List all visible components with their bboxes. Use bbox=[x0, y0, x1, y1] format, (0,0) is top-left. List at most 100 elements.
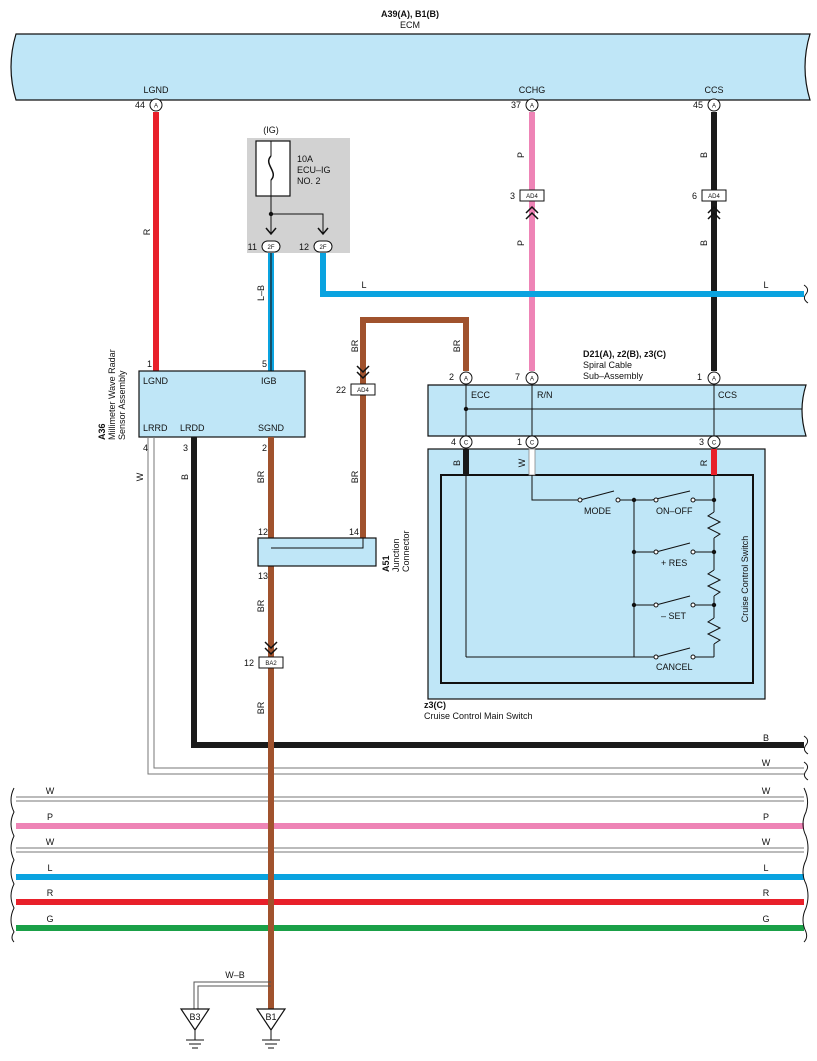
bus-label-p-r: P bbox=[763, 812, 769, 822]
wire-label-br-4: BR bbox=[350, 339, 360, 352]
jb-pin12: 12 bbox=[299, 242, 309, 252]
wire-label-l-b: L bbox=[763, 280, 768, 290]
wire-label-b-upper: B bbox=[699, 152, 709, 158]
inline-ad4-black bbox=[701, 189, 727, 202]
wire-label-br-2: BR bbox=[256, 599, 266, 612]
inline-ba2 bbox=[258, 656, 284, 669]
bus-label-l-r: L bbox=[763, 863, 768, 873]
wire-label-lb: L–B bbox=[256, 285, 266, 301]
wire-label-p-lower: P bbox=[516, 240, 526, 246]
radar-sgnd: SGND bbox=[258, 423, 285, 433]
wire-label-b-sw: B bbox=[452, 460, 462, 466]
fuse-name2: NO. 2 bbox=[297, 176, 321, 186]
wire-w-lrrd bbox=[147, 437, 804, 775]
wire-label-w-radar: W bbox=[135, 472, 145, 481]
inline-arrow-icon bbox=[525, 205, 539, 220]
fuse-name1: ECU–IG bbox=[297, 165, 331, 175]
switch-cancel: CANCEL bbox=[656, 662, 693, 672]
ad4-pink-pin: 3 bbox=[510, 191, 515, 201]
wire-label-br-1: BR bbox=[256, 470, 266, 483]
inline-ad4-pink bbox=[519, 189, 545, 202]
svg-text:C: C bbox=[530, 441, 535, 447]
ecm-code: A39(A), B1(B) bbox=[381, 9, 439, 19]
spiral-rn: R/N bbox=[537, 390, 553, 400]
svg-text:C: C bbox=[712, 441, 717, 447]
wire-label-wb: W–B bbox=[225, 970, 245, 980]
spiral-pin-a1: 1 bbox=[697, 372, 702, 382]
cruise-switch-inner bbox=[440, 474, 754, 684]
switch-onoff: ON–OFF bbox=[656, 506, 693, 516]
jb-connector-2f-11 bbox=[261, 240, 281, 253]
ground-b1: B1 bbox=[265, 1012, 276, 1022]
wire-label-w-a: W bbox=[762, 758, 771, 768]
wire-label-l-a: L bbox=[361, 280, 366, 290]
inline-ad4-brown bbox=[350, 383, 376, 396]
switch-contact-icon bbox=[577, 497, 696, 660]
spiral-pin-a2: 2 bbox=[449, 372, 454, 382]
bus-lines bbox=[10, 787, 809, 943]
jb-arrow-icon bbox=[317, 227, 329, 236]
spiral-pin-a7: 7 bbox=[515, 372, 520, 382]
wire-label-b-radar: B bbox=[180, 474, 190, 480]
bus-label-p-l: P bbox=[47, 812, 53, 822]
spiral-name2: Sub–Assembly bbox=[583, 371, 644, 381]
fuse-amp: 10A bbox=[297, 154, 313, 164]
switch-set: – SET bbox=[661, 611, 687, 621]
bus-label-r-r: R bbox=[763, 888, 770, 898]
switch-res: + RES bbox=[661, 558, 687, 568]
radar-lrrd: LRRD bbox=[143, 423, 168, 433]
ecm-pin-cchg-name: CCHG bbox=[519, 85, 546, 95]
wire-label-b-lower: B bbox=[699, 240, 709, 246]
jb-pin11: 11 bbox=[248, 242, 257, 252]
bus-label-r-l: R bbox=[47, 888, 54, 898]
spiral-pin-c3: 3 bbox=[699, 437, 704, 447]
wire-label-b-right: B bbox=[763, 733, 769, 743]
bus-label-g-r: G bbox=[762, 914, 769, 924]
ba2-pin: 12 bbox=[244, 658, 254, 668]
bus-label-g-l: G bbox=[46, 914, 53, 924]
wire-label-br-5: BR bbox=[452, 339, 462, 352]
ground-b3: B3 bbox=[189, 1012, 200, 1022]
radar-name1: Millimeter Wave Radar bbox=[107, 349, 117, 440]
ground-b1-icon bbox=[255, 1008, 287, 1032]
wire-label-br-6: BR bbox=[350, 470, 360, 483]
radar-pin5: 5 bbox=[262, 359, 267, 369]
main-switch-code: z3(C) bbox=[424, 700, 446, 710]
fuse-supply: (IG) bbox=[263, 125, 279, 135]
spiral-pin-c1: 1 bbox=[517, 437, 522, 447]
ecm-name: ECM bbox=[400, 20, 420, 30]
svg-text:C: C bbox=[464, 441, 469, 447]
inline-arrow-icon bbox=[356, 365, 370, 380]
ad4-black-pin: 6 bbox=[692, 191, 697, 201]
radar-sensor-box bbox=[138, 370, 306, 438]
spiral-name1: Spiral Cable bbox=[583, 360, 632, 370]
svg-text:A: A bbox=[154, 104, 158, 110]
radar-code: A36 bbox=[97, 423, 107, 440]
bus-label-w2-r: W bbox=[762, 837, 771, 847]
wire-label-br-3: BR bbox=[256, 701, 266, 714]
svg-text:AD4: AD4 bbox=[708, 194, 720, 200]
wire-brown-ecc bbox=[360, 317, 469, 538]
ad4-brown-pin: 22 bbox=[336, 385, 346, 395]
jb-arrow-icon bbox=[265, 227, 277, 236]
connector-markers: A 44 A 37 A 45 A A A C C C bbox=[135, 98, 721, 449]
wire-blue-l-upper bbox=[320, 253, 804, 297]
svg-text:AD4: AD4 bbox=[357, 388, 369, 394]
radar-pin3: 3 bbox=[183, 443, 188, 453]
radar-pin2: 2 bbox=[262, 443, 267, 453]
svg-text:A: A bbox=[530, 104, 534, 110]
main-switch-name: Cruise Control Main Switch bbox=[424, 711, 533, 721]
spiral-ccs: CCS bbox=[718, 390, 737, 400]
fuse-symbol-box bbox=[255, 140, 291, 197]
switch-circuit bbox=[465, 475, 722, 658]
svg-text:A: A bbox=[464, 377, 468, 383]
wire-label-r: R bbox=[142, 228, 152, 235]
ecm-pin-lgnd-name: LGND bbox=[143, 85, 169, 95]
junction-name1: Junction bbox=[391, 538, 401, 572]
junction-pin14: 14 bbox=[349, 527, 359, 537]
svg-text:37: 37 bbox=[511, 100, 521, 110]
radar-pin1: 1 bbox=[147, 359, 152, 369]
svg-text:AD4: AD4 bbox=[526, 194, 538, 200]
radar-name2: Sensor Assembly bbox=[117, 370, 127, 440]
